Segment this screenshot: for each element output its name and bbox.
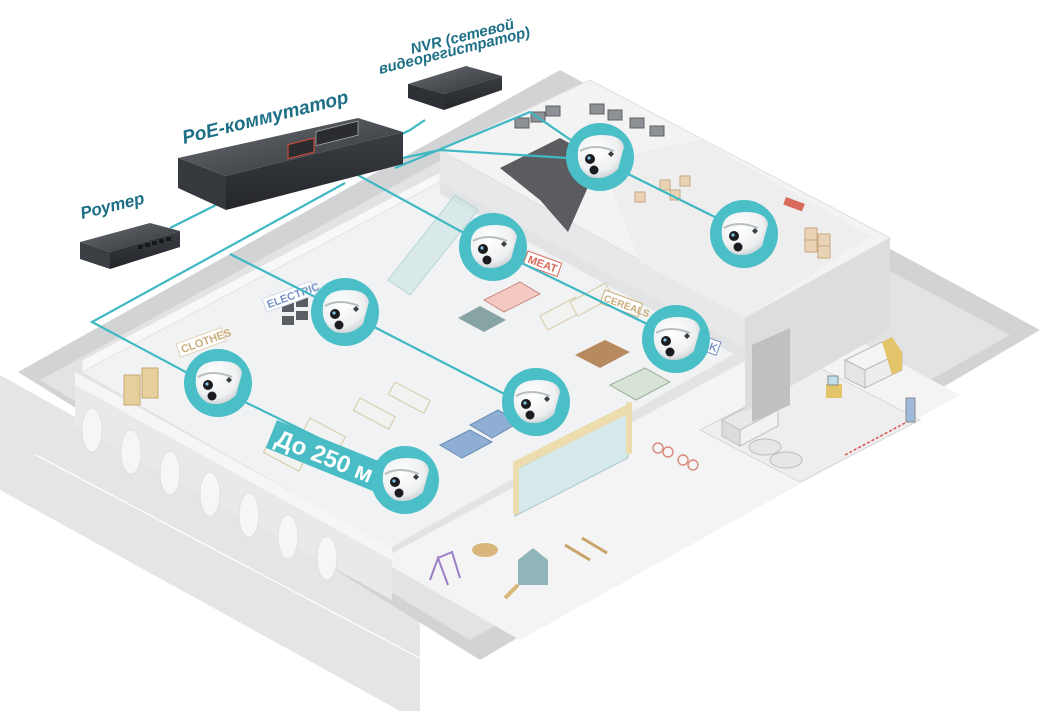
store-floor	[82, 182, 745, 548]
electronics-display	[282, 298, 308, 325]
delivery-truck	[843, 337, 904, 389]
dome-camera-icon[interactable]	[710, 200, 778, 268]
camera-housing	[513, 380, 560, 423]
fitting-rooms	[123, 367, 159, 406]
camera-logo	[413, 474, 419, 480]
facade-front	[75, 385, 392, 600]
playground	[429, 536, 608, 600]
camera-lens-glint	[663, 338, 667, 342]
camera-lens-glint	[731, 233, 735, 237]
camera-logo	[608, 151, 614, 157]
camera-band	[723, 223, 759, 229]
loading-bay	[752, 328, 790, 422]
parking-barrier	[844, 397, 916, 456]
street	[0, 375, 420, 711]
cable-switch-upper	[394, 110, 746, 233]
camera-ir-sensor	[394, 488, 404, 498]
camera-lens-glint	[332, 311, 336, 315]
camera-housing	[382, 458, 429, 501]
outdoor-area	[380, 320, 960, 640]
camera-housing	[653, 317, 700, 360]
camera-housing	[195, 361, 242, 404]
dome-camera-icon[interactable]	[184, 349, 252, 417]
camera-band	[655, 328, 691, 334]
camera-lens-glint	[205, 382, 209, 386]
dome-camera-icon[interactable]	[642, 305, 710, 373]
swing	[429, 550, 461, 586]
camera-ir-sensor	[589, 165, 599, 175]
camera-lens-glint	[523, 401, 527, 405]
nvr[interactable]: NVR (сетевой видеорегистратор)	[377, 16, 532, 110]
road-line	[479, 349, 1041, 691]
camera-logo	[501, 241, 507, 247]
camera-band	[384, 469, 420, 475]
dome-camera-icon[interactable]	[459, 213, 527, 281]
road-line	[35, 454, 481, 691]
camera-lens-glint	[392, 479, 396, 483]
camera-ir-sensor	[207, 391, 217, 401]
forklift	[826, 375, 842, 398]
camera-logo	[226, 377, 232, 383]
router-label: Роутер	[78, 189, 146, 223]
camera-ir-sensor	[525, 410, 535, 420]
parked-car	[748, 438, 803, 469]
camera-ir-sensor	[665, 347, 675, 357]
dome-camera-icon[interactable]	[502, 368, 570, 436]
camera-housing	[470, 225, 517, 268]
staircase	[387, 194, 479, 296]
switch-ports	[287, 120, 359, 160]
camera-band	[324, 301, 360, 307]
camera-ir-sensor	[733, 242, 743, 252]
camera-housing	[721, 212, 768, 255]
bicycle-rack	[652, 442, 699, 471]
camera-band	[579, 146, 615, 152]
warehouse-boxes	[634, 175, 831, 259]
camera-logo	[544, 396, 550, 402]
camera-housing	[577, 135, 624, 178]
camera-band	[197, 372, 233, 378]
camera-logo	[684, 333, 690, 339]
dome-camera-icon[interactable]	[566, 123, 634, 191]
camera-logo	[353, 306, 359, 312]
play-house	[518, 548, 548, 585]
shelves	[262, 282, 614, 472]
camera-lens-glint	[587, 156, 591, 160]
camera-lens-glint	[480, 246, 484, 250]
facade-trees	[81, 407, 338, 581]
upper-floor-wall-front	[440, 150, 745, 348]
entrance	[513, 402, 632, 517]
facade-top	[75, 372, 392, 560]
seesaw	[564, 536, 608, 562]
router-ports	[138, 237, 171, 249]
camera-logo	[752, 228, 758, 234]
cameras	[184, 123, 778, 514]
carousel	[472, 543, 498, 557]
dome-camera-icon[interactable]	[371, 446, 439, 514]
slide	[503, 583, 520, 600]
camera-ir-sensor	[482, 255, 492, 265]
camera-housing	[322, 290, 369, 333]
camera-ir-sensor	[334, 320, 344, 330]
router[interactable]: Роутер	[78, 189, 180, 269]
sign-storage	[783, 197, 805, 212]
camera-band	[472, 236, 508, 242]
dome-camera-icon[interactable]	[311, 278, 379, 346]
camera-band	[515, 391, 551, 397]
produce-stands	[458, 281, 672, 401]
